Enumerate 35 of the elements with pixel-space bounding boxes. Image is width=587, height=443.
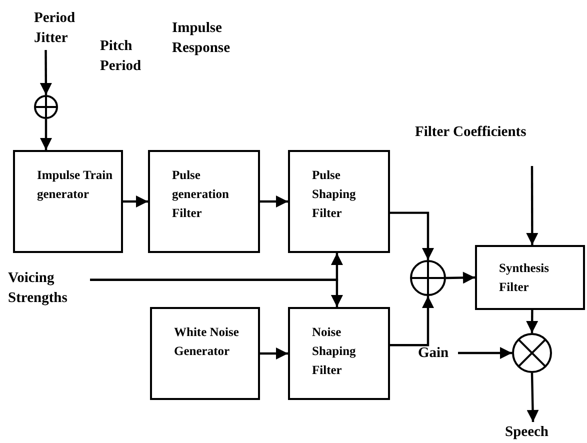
process-box (475, 245, 585, 310)
signal-label: Voicing Strengths (8, 268, 90, 312)
process-box (288, 150, 390, 253)
arrow (390, 212, 434, 260)
arrow (40, 119, 52, 150)
box-label: Noise Shaping Filter (312, 324, 357, 379)
arrow (446, 272, 476, 284)
signal-label: Period Jitter (34, 8, 90, 50)
process-box (288, 307, 390, 400)
arrow (458, 347, 512, 359)
box-label: Pulse Shaping Filter (312, 167, 357, 222)
arrow (123, 196, 148, 208)
process-box (150, 307, 260, 400)
process-box (13, 150, 123, 253)
process-box (148, 150, 260, 253)
arrow (526, 166, 538, 245)
arrow (390, 296, 434, 346)
arrow (526, 372, 539, 422)
signal-label: Gain (418, 343, 458, 363)
arrow (40, 50, 52, 95)
arrow (526, 310, 538, 334)
summing-junction (34, 95, 58, 119)
signal-label: Filter Coefficients (415, 122, 535, 166)
box-label: Synthesis Filter (499, 260, 550, 296)
signal-label: Pitch Period (100, 37, 142, 76)
box-label: Impulse Train generator (37, 167, 114, 203)
signal-label: Impulse Response (172, 19, 232, 58)
box-label: Pulse generation Filter (172, 167, 230, 222)
multiplier-junction (512, 333, 552, 373)
arrow (260, 348, 288, 360)
signal-label: Speech (505, 422, 561, 442)
arrow (260, 196, 288, 208)
arrow (90, 278, 343, 307)
summing-junction (410, 260, 446, 296)
box-label: White Noise Generator (174, 324, 240, 360)
